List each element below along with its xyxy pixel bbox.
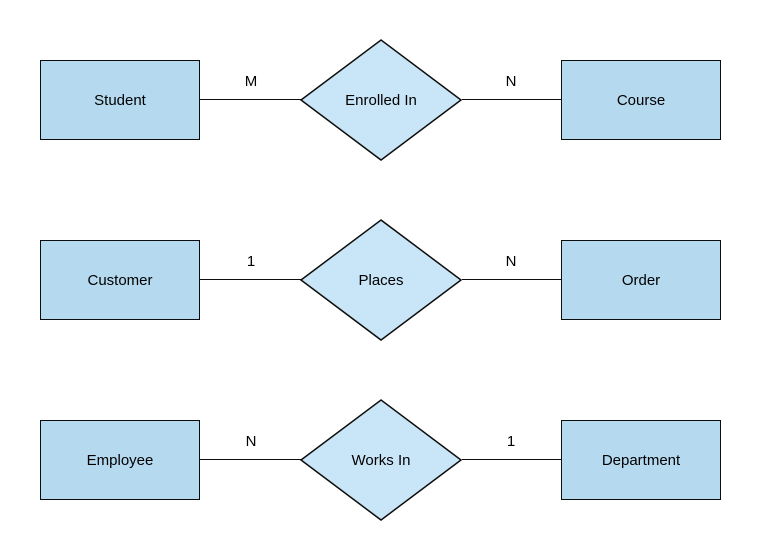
- entity-label: Customer: [87, 271, 153, 289]
- relationship-diamond-enrolled-in: [299, 39, 463, 161]
- connector-line: [200, 459, 302, 460]
- connector-line: [462, 459, 561, 460]
- cardinality-label: N: [505, 73, 517, 90]
- entity-label: Order: [621, 271, 661, 289]
- entity-student: Student: [40, 60, 200, 140]
- entity-employee: Employee: [40, 420, 200, 500]
- connector-line: [462, 99, 561, 100]
- entity-customer: Customer: [40, 240, 200, 320]
- cardinality-label: N: [245, 433, 257, 450]
- relationship-diamond-places: [299, 219, 463, 341]
- cardinality-label: 1: [246, 253, 256, 270]
- entity-label: Student: [94, 91, 146, 109]
- entity-label: Employee: [86, 451, 154, 469]
- cardinality-label: 1: [506, 433, 516, 450]
- entity-course: Course: [561, 60, 721, 140]
- entity-label: Course: [616, 91, 666, 109]
- relationship-diamond-works-in: [299, 399, 463, 521]
- connector-line: [462, 279, 561, 280]
- entity-label: Department: [601, 451, 681, 469]
- connector-line: [200, 279, 302, 280]
- entity-department: Department: [561, 420, 721, 500]
- connector-line: [200, 99, 302, 100]
- entity-order: Order: [561, 240, 721, 320]
- cardinality-label: N: [505, 253, 517, 270]
- cardinality-label: M: [244, 73, 258, 90]
